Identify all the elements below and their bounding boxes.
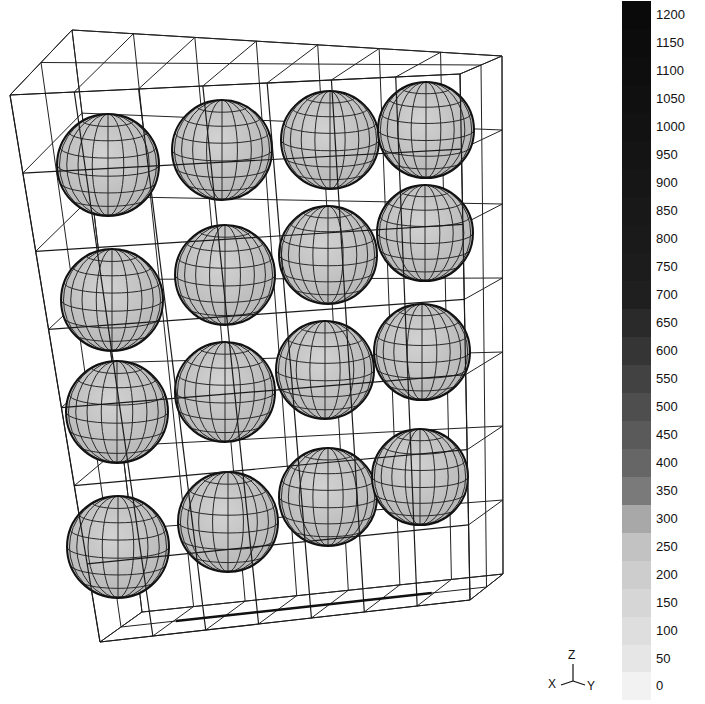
- color-band: [622, 561, 651, 589]
- scale-value: 150: [656, 595, 678, 611]
- grid-line: [72, 30, 502, 56]
- axis-line: [561, 681, 573, 685]
- grid-line: [10, 74, 460, 95]
- color-band: [622, 85, 651, 113]
- sphere: [378, 82, 474, 178]
- scale-value: 1100: [656, 63, 684, 79]
- scale-value: 200: [656, 567, 678, 583]
- color-band: [622, 281, 651, 309]
- color-band: [622, 141, 651, 169]
- grid-line: [267, 83, 311, 618]
- color-band: [622, 449, 651, 477]
- color-band: [622, 309, 651, 337]
- grid-line: [74, 92, 153, 636]
- grid-line: [502, 56, 503, 574]
- scale-value: 700: [656, 287, 678, 303]
- grid-line: [203, 86, 259, 624]
- color-band: [622, 337, 651, 365]
- axis-label: Y: [587, 678, 595, 694]
- scale-value: 450: [656, 427, 678, 443]
- color-band: [622, 672, 651, 700]
- scale-value: 0: [656, 678, 663, 694]
- scale-value: 100: [656, 623, 678, 639]
- grid-line: [74, 450, 467, 486]
- sphere: [279, 206, 377, 304]
- color-band: [622, 29, 651, 57]
- color-band: [622, 421, 651, 449]
- scale-value: 1000: [656, 119, 685, 135]
- scale-value: 950: [656, 147, 678, 163]
- box-front-grid: [10, 74, 470, 642]
- color-band: [622, 225, 651, 253]
- scale-value: 50: [656, 651, 670, 667]
- scale-value: 800: [656, 231, 678, 247]
- scale-value: 550: [656, 371, 678, 387]
- color-band: [622, 197, 651, 225]
- color-band: [622, 645, 651, 673]
- grid-line: [121, 587, 487, 627]
- scale-value: 500: [656, 399, 678, 415]
- axis-line: [573, 681, 585, 685]
- color-band: [622, 365, 651, 393]
- grid-line: [142, 574, 503, 612]
- grid-line: [87, 525, 468, 564]
- color-band: [622, 169, 651, 197]
- grid-line: [331, 80, 364, 612]
- grid-line: [23, 149, 462, 173]
- grid-line: [142, 574, 503, 612]
- grid-line: [100, 600, 470, 642]
- scale-value: 1050: [656, 91, 685, 107]
- axis-line: [572, 664, 573, 681]
- sphere: [377, 185, 473, 281]
- axis-triad: [561, 664, 585, 685]
- color-band: [622, 533, 651, 561]
- sphere: [67, 496, 169, 598]
- color-band: [622, 505, 651, 533]
- sphere: [178, 472, 278, 572]
- scale-value: 300: [656, 511, 678, 527]
- sphere: [372, 429, 468, 525]
- sphere: [175, 342, 275, 442]
- scale-value: 750: [656, 259, 678, 275]
- grid-line: [49, 299, 465, 329]
- color-band: [622, 393, 651, 421]
- grid-line: [41, 63, 481, 66]
- scale-value: 1150: [656, 35, 684, 51]
- grid-line: [502, 56, 503, 574]
- sphere: [281, 91, 379, 189]
- grid-line: [72, 30, 502, 56]
- color-band: [622, 253, 651, 281]
- scale-value: 600: [656, 343, 678, 359]
- scale-value: 350: [656, 483, 678, 499]
- grid-line: [481, 65, 487, 587]
- color-band: [622, 617, 651, 645]
- color-band: [622, 57, 651, 85]
- grid-line: [100, 600, 470, 642]
- color-band: [622, 477, 651, 505]
- color-band: [622, 113, 651, 141]
- scale-value: 400: [656, 455, 678, 471]
- grid-line: [36, 224, 463, 251]
- scale-value: 250: [656, 539, 678, 555]
- color-band: [622, 589, 651, 617]
- sphere: [66, 361, 168, 463]
- box-back-grid: [10, 30, 503, 642]
- grid-line: [139, 89, 206, 630]
- scale-value: 1200: [656, 7, 685, 23]
- scale-value: 650: [656, 315, 678, 331]
- axis-label: Z: [568, 647, 575, 663]
- edge-line: [176, 593, 432, 621]
- scale-value: 850: [656, 203, 678, 219]
- sphere: [374, 304, 470, 400]
- grid-line: [61, 375, 465, 408]
- color-band: [622, 1, 651, 29]
- sphere: [175, 225, 275, 325]
- grid-line: [460, 74, 470, 600]
- axis-label: X: [548, 676, 556, 692]
- sphere: [61, 249, 163, 351]
- sphere: [172, 100, 272, 200]
- grid-line: [396, 77, 417, 606]
- scale-value: 900: [656, 175, 678, 191]
